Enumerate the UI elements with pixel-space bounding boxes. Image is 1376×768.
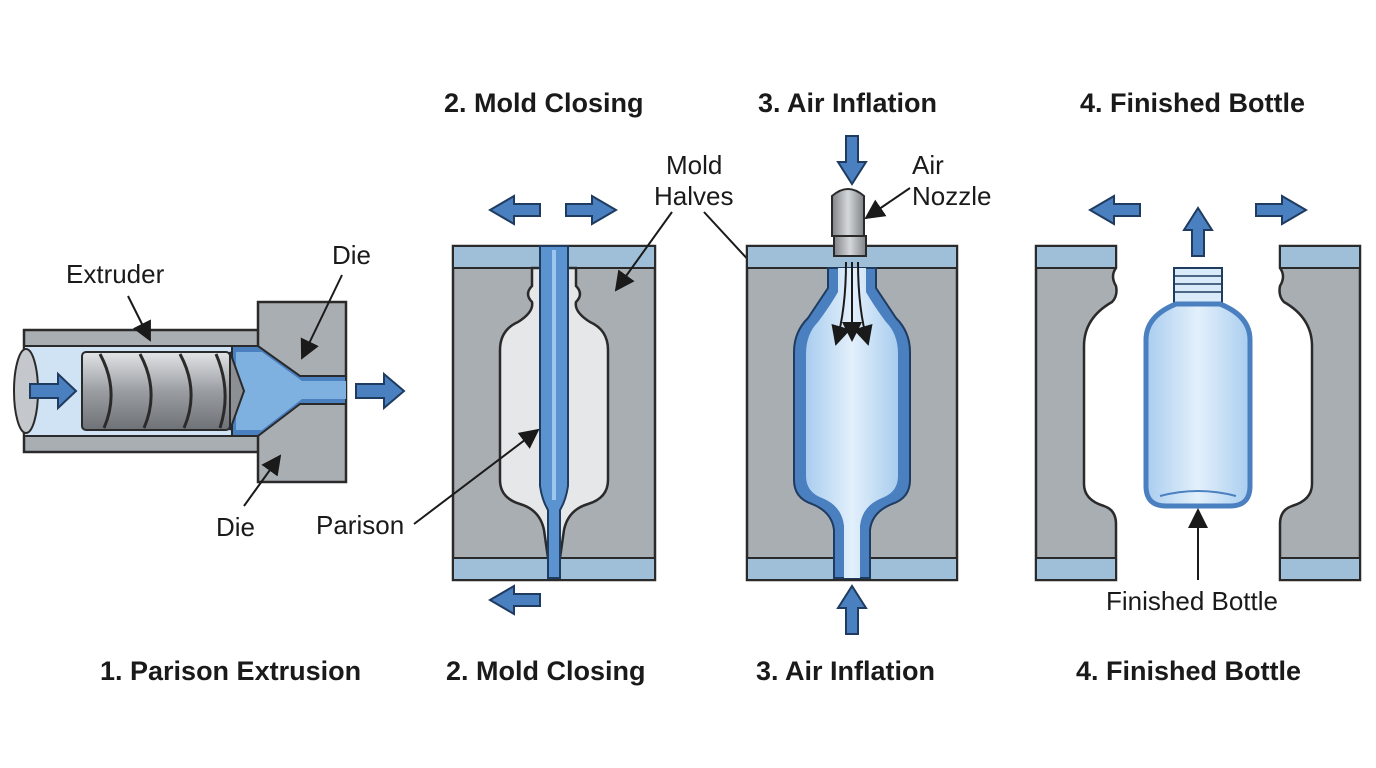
left-mold-half — [1034, 244, 1118, 582]
air-in-arrow-icon — [836, 135, 868, 186]
mold-open-right-arrow-icon — [565, 194, 618, 226]
stage-mold-closing: Parison Mold Halves — [316, 150, 778, 616]
bottom-title-air-inflation: 3. Air Inflation — [756, 656, 935, 686]
eject-up-arrow-icon — [1182, 206, 1214, 257]
right-mold-half — [1278, 244, 1362, 582]
stage-air-inflation: Air Nozzle — [745, 135, 991, 635]
air-nozzle-label-line2: Nozzle — [912, 181, 991, 211]
stage-parison-extrusion: Extruder Die Die — [13, 240, 406, 542]
feed-arrow-icon — [29, 371, 78, 411]
mold-halves-label-line1: Mold — [666, 150, 722, 180]
finished-bottle-icon — [1143, 267, 1253, 509]
eject-right-arrow-icon — [1255, 194, 1308, 226]
extruder-label: Extruder — [66, 259, 165, 289]
die-label-bottom: Die — [216, 512, 255, 542]
finished-bottle-label: Finished Bottle — [1106, 586, 1278, 616]
top-title-air-inflation: 3. Air Inflation — [758, 88, 937, 118]
bottom-title-parison-extrusion: 1. Parison Extrusion — [100, 656, 361, 686]
bottom-title-mold-closing: 2. Mold Closing — [446, 656, 646, 686]
top-title-finished-bottle: 4. Finished Bottle — [1080, 88, 1305, 118]
die-label-top: Die — [332, 240, 371, 270]
eject-left-arrow-icon — [1088, 194, 1141, 226]
push-up-arrow-icon — [836, 584, 868, 635]
parison-label: Parison — [316, 510, 404, 540]
air-nozzle-icon — [831, 188, 867, 257]
output-arrow-icon — [355, 371, 406, 411]
bottom-title-finished-bottle: 4. Finished Bottle — [1076, 656, 1301, 686]
mold-bottom-arrow-icon — [488, 584, 541, 616]
stage-finished-bottle: Finished Bottle — [1034, 194, 1362, 616]
mold-open-left-arrow-icon — [488, 194, 541, 226]
mold-halves-label-line2: Halves — [654, 181, 733, 211]
air-nozzle-label-line1: Air — [912, 150, 944, 180]
top-title-mold-closing: 2. Mold Closing — [444, 88, 644, 118]
